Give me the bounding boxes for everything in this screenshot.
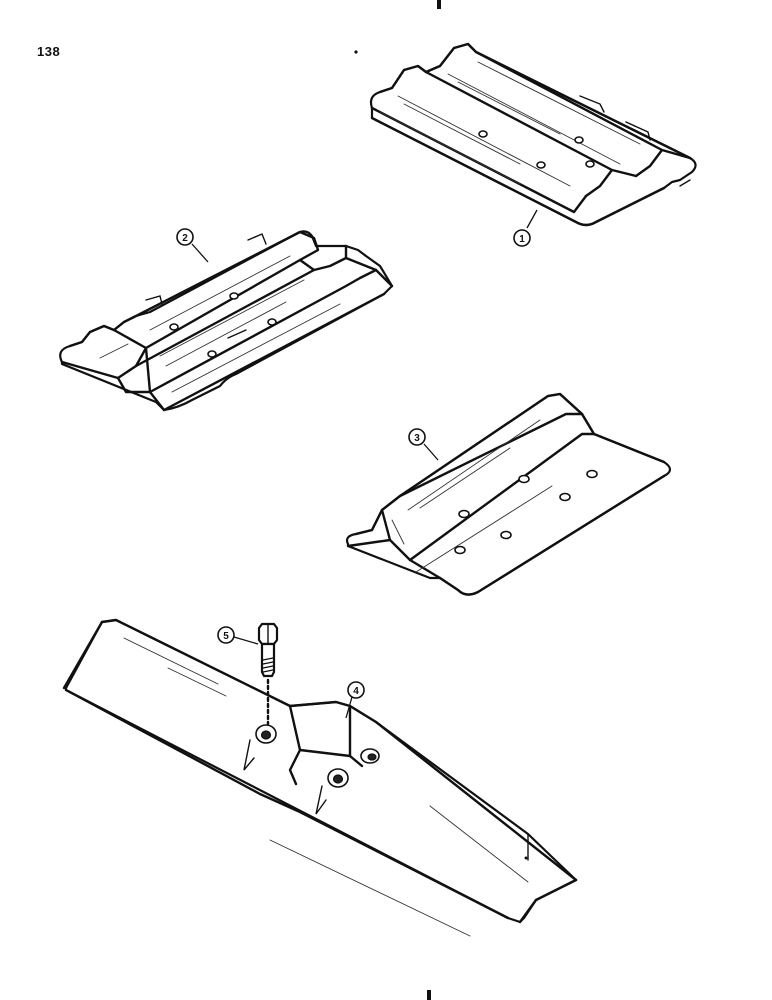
part-3-track-shoe: [345, 392, 672, 596]
svg-text:2: 2: [182, 233, 188, 244]
part-1-track-shoe: [369, 42, 697, 227]
part-4-wedge-guard: [62, 618, 578, 937]
page-number: 138: [37, 44, 61, 59]
svg-text:1: 1: [519, 234, 525, 245]
callout-3: 3: [408, 428, 439, 461]
part-5-bolt: [257, 622, 279, 726]
callout-2: 2: [176, 228, 209, 263]
svg-text:3: 3: [414, 433, 420, 444]
bottom-edge-mark: [427, 990, 431, 1000]
part-2-track-shoe: [59, 230, 394, 412]
ink-speck: [354, 50, 358, 54]
callout-1: 1: [513, 209, 538, 247]
top-edge-mark: [437, 0, 441, 9]
svg-text:4: 4: [353, 686, 359, 697]
svg-text:5: 5: [223, 631, 229, 642]
callout-5: 5: [217, 626, 259, 645]
callout-4: 4: [345, 681, 365, 719]
